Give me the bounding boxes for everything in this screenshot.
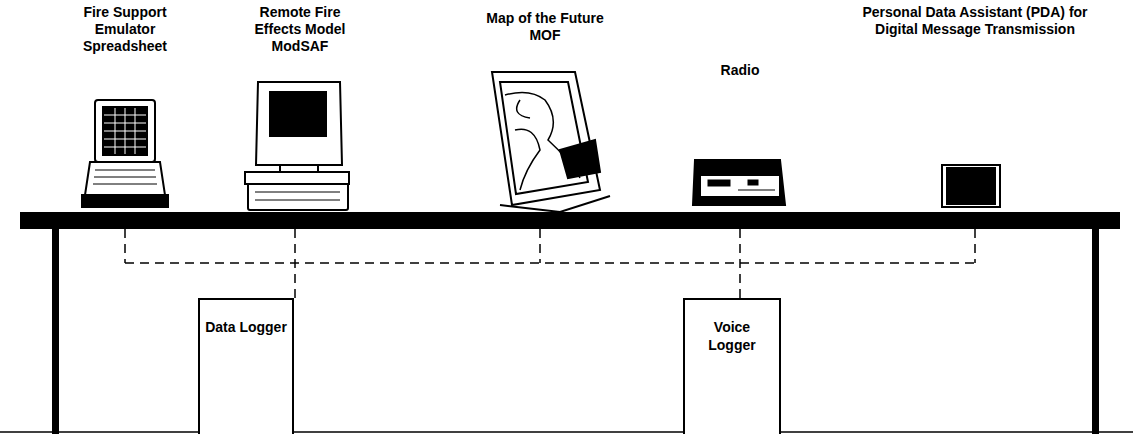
logger-label: Data Logger [200, 300, 292, 336]
logger-box: Data Logger [198, 298, 294, 434]
device-label: Personal Data Assistant (PDA) for Digita… [855, 4, 1095, 38]
logger-box: Voice Logger [683, 298, 781, 434]
device-label: Fire Support Emulator Spreadsheet [73, 4, 177, 55]
device-label: Radio [700, 62, 780, 79]
logger-label: Voice Logger [685, 300, 779, 354]
device-label: Remote Fire Effects Model ModSAF [242, 4, 358, 55]
device-label: Map of the Future MOF [476, 10, 614, 44]
